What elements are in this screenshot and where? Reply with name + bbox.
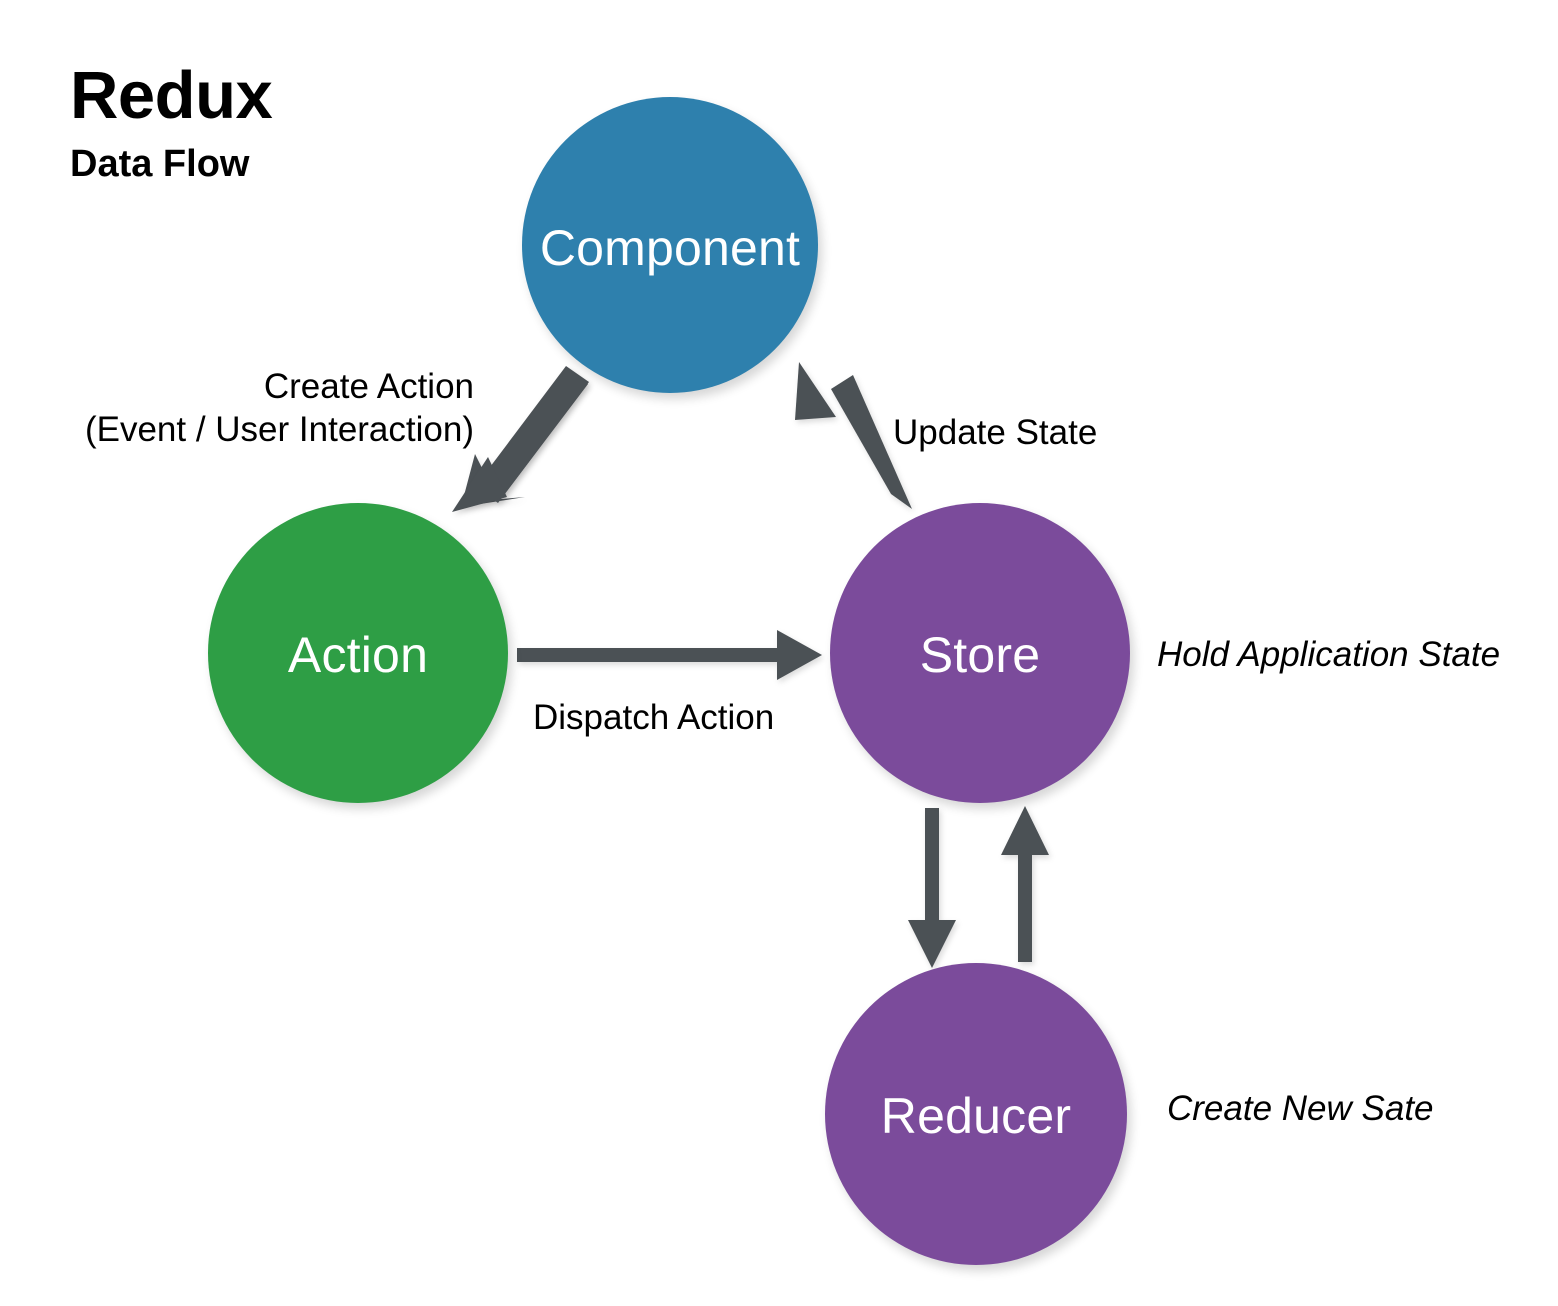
arrow-reducer-to-store	[1001, 806, 1049, 962]
arrow-store-to-reducer	[908, 808, 956, 968]
arrow-action-to-store	[517, 630, 822, 680]
node-reducer[interactable]: Reducer	[825, 963, 1127, 1265]
diagram-title-block: Redux Data Flow	[70, 58, 273, 185]
arrow-component-to-action	[461, 369, 588, 507]
edge-label-dispatch-action: Dispatch Action	[533, 698, 775, 737]
node-store[interactable]: Store	[830, 503, 1130, 803]
diagram-subtitle: Data Flow	[70, 143, 250, 185]
annotation-create-new-sate: Create New Sate	[1167, 1089, 1434, 1128]
node-action-label: Action	[287, 627, 429, 683]
edge-label-create-action: Create Action (Event / User Interaction)	[62, 366, 474, 451]
edge-label-create-action-line1: Create Action	[263, 367, 474, 406]
node-store-label: Store	[919, 627, 1041, 683]
node-component-label: Component	[539, 220, 801, 276]
node-action[interactable]: Action	[208, 503, 508, 803]
diagram-title: Redux	[70, 58, 273, 133]
annotation-hold-application-state: Hold Application State	[1157, 635, 1501, 674]
node-reducer-label: Reducer	[880, 1088, 1072, 1144]
edge-label-create-action-line2: (Event / User Interaction)	[84, 409, 474, 449]
edge-label-update-state: Update State	[893, 413, 1098, 452]
node-component[interactable]: Component	[522, 97, 818, 393]
